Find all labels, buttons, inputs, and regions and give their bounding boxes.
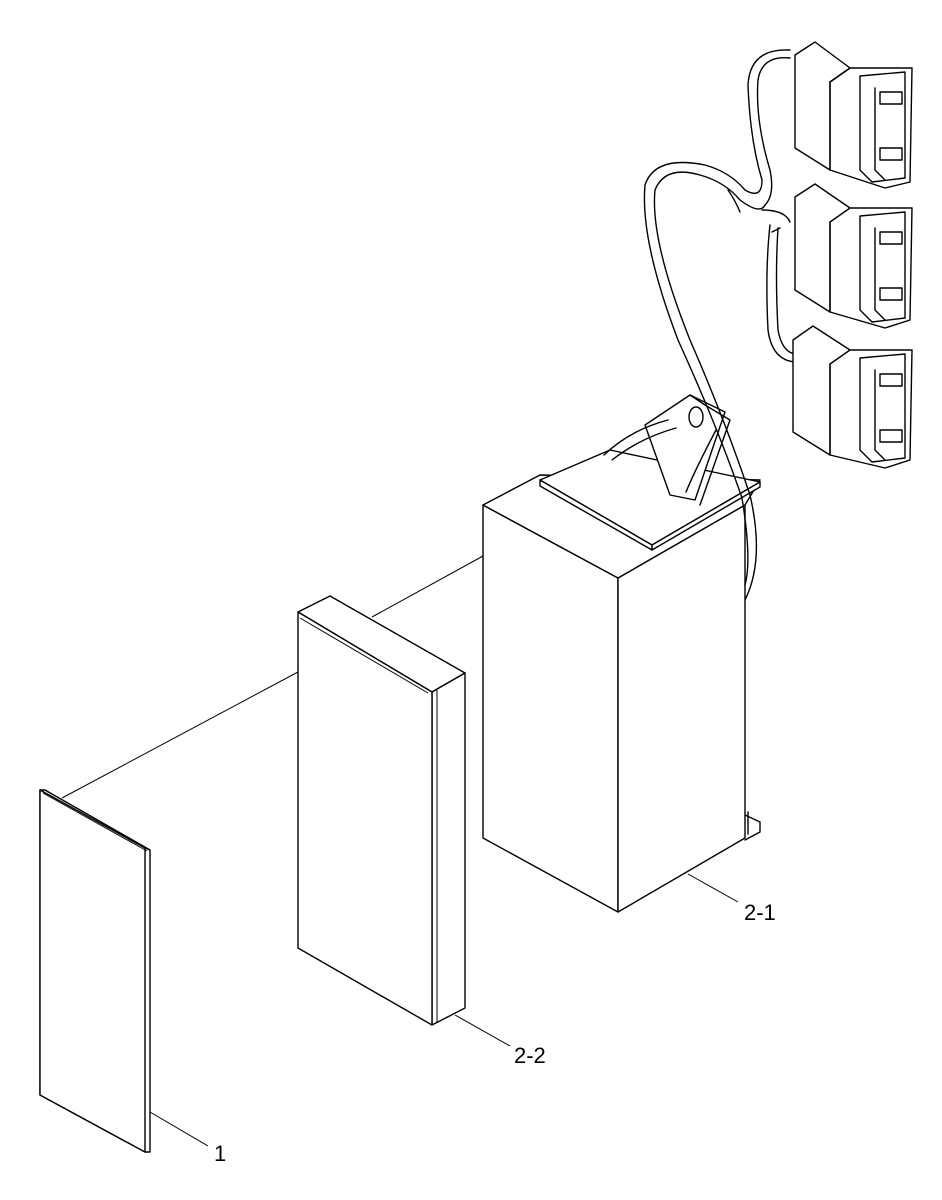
leader-lines — [149, 873, 739, 1147]
connector-1 — [794, 41, 913, 189]
part-2-2-cover — [297, 595, 466, 1026]
connector-3 — [792, 325, 913, 469]
part-1-panel — [39, 789, 151, 1153]
callout-part-2-1: 2-1 — [744, 900, 776, 925]
callout-part-2-2: 2-2 — [514, 1043, 546, 1068]
explosion-lines — [61, 555, 484, 799]
callout-part-1: 1 — [214, 1141, 226, 1166]
part-2-1-housing — [482, 41, 913, 913]
connector-2 — [794, 183, 913, 329]
